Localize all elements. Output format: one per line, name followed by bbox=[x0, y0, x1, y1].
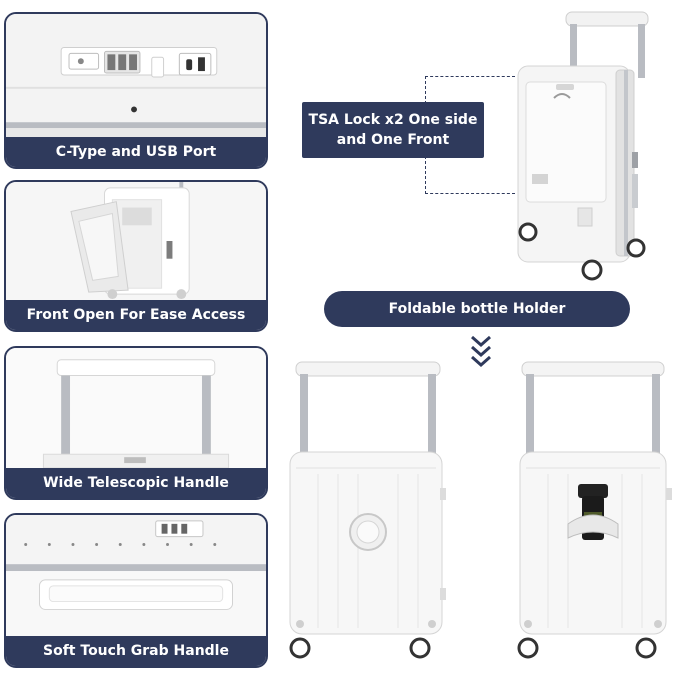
grab-handle-photo bbox=[6, 515, 266, 636]
front-open-photo bbox=[6, 182, 266, 300]
chevron-down-icon bbox=[471, 335, 491, 368]
bottle-holder-banner: Foldable bottle Holder bbox=[324, 291, 630, 327]
suitcase-front-view bbox=[512, 10, 660, 288]
feature-caption: C-Type and USB Port bbox=[6, 137, 266, 167]
feature-card-grab-handle: Soft Touch Grab Handle bbox=[4, 513, 268, 668]
wheel-icon bbox=[518, 222, 646, 281]
feature-card-handle: Wide Telescopic Handle bbox=[4, 346, 268, 500]
handle-photo bbox=[6, 348, 266, 468]
suitcase-holder-open bbox=[512, 356, 678, 668]
feature-card-ports: C-Type and USB Port bbox=[4, 12, 268, 169]
feature-card-front-open: Front Open For Ease Access bbox=[4, 180, 268, 332]
ports-photo bbox=[6, 14, 266, 137]
wheel-icon bbox=[289, 620, 436, 659]
lock-icon bbox=[68, 50, 141, 74]
wheel-icon bbox=[517, 620, 662, 659]
suitcase-holder-folded bbox=[288, 356, 454, 668]
feature-caption: Front Open For Ease Access bbox=[6, 300, 266, 330]
feature-caption: Wide Telescopic Handle bbox=[6, 468, 266, 498]
feature-caption: Soft Touch Grab Handle bbox=[6, 636, 266, 666]
usb-port-icon bbox=[178, 52, 212, 76]
tsa-lock-callout: TSA Lock x2 One side and One Front bbox=[302, 102, 484, 158]
